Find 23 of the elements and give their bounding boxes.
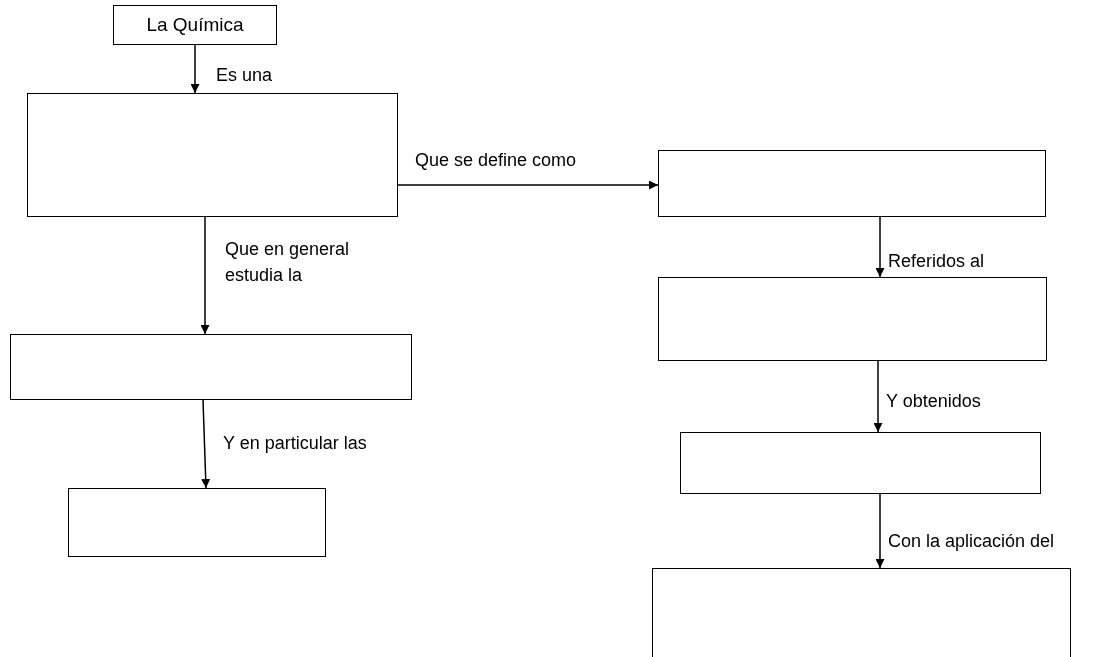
edge-label: Referidos al [888, 250, 986, 273]
edge-label: Con la aplicación del [888, 530, 1056, 553]
arrow [873, 360, 883, 433]
concept-box [113, 5, 277, 45]
empty-box [658, 277, 1047, 361]
arrow [875, 216, 885, 278]
arrow [201, 399, 211, 489]
empty-box [68, 488, 326, 557]
edge-label: Que se define como [415, 149, 578, 172]
arrow [200, 216, 210, 335]
edge-label: Es una [216, 64, 274, 87]
empty-box [652, 568, 1071, 657]
arrow [190, 44, 200, 94]
empty-box [658, 150, 1046, 217]
edge-label: Y obtenidos [886, 390, 982, 413]
empty-box [27, 93, 398, 217]
edge-label: Que en general estudia la [225, 238, 351, 287]
concept-text: La Química [146, 14, 244, 36]
empty-box [680, 432, 1041, 494]
edge-label: Y en particular las [223, 432, 368, 455]
arrow [875, 493, 885, 569]
arrow [397, 180, 659, 190]
empty-box [10, 334, 412, 400]
